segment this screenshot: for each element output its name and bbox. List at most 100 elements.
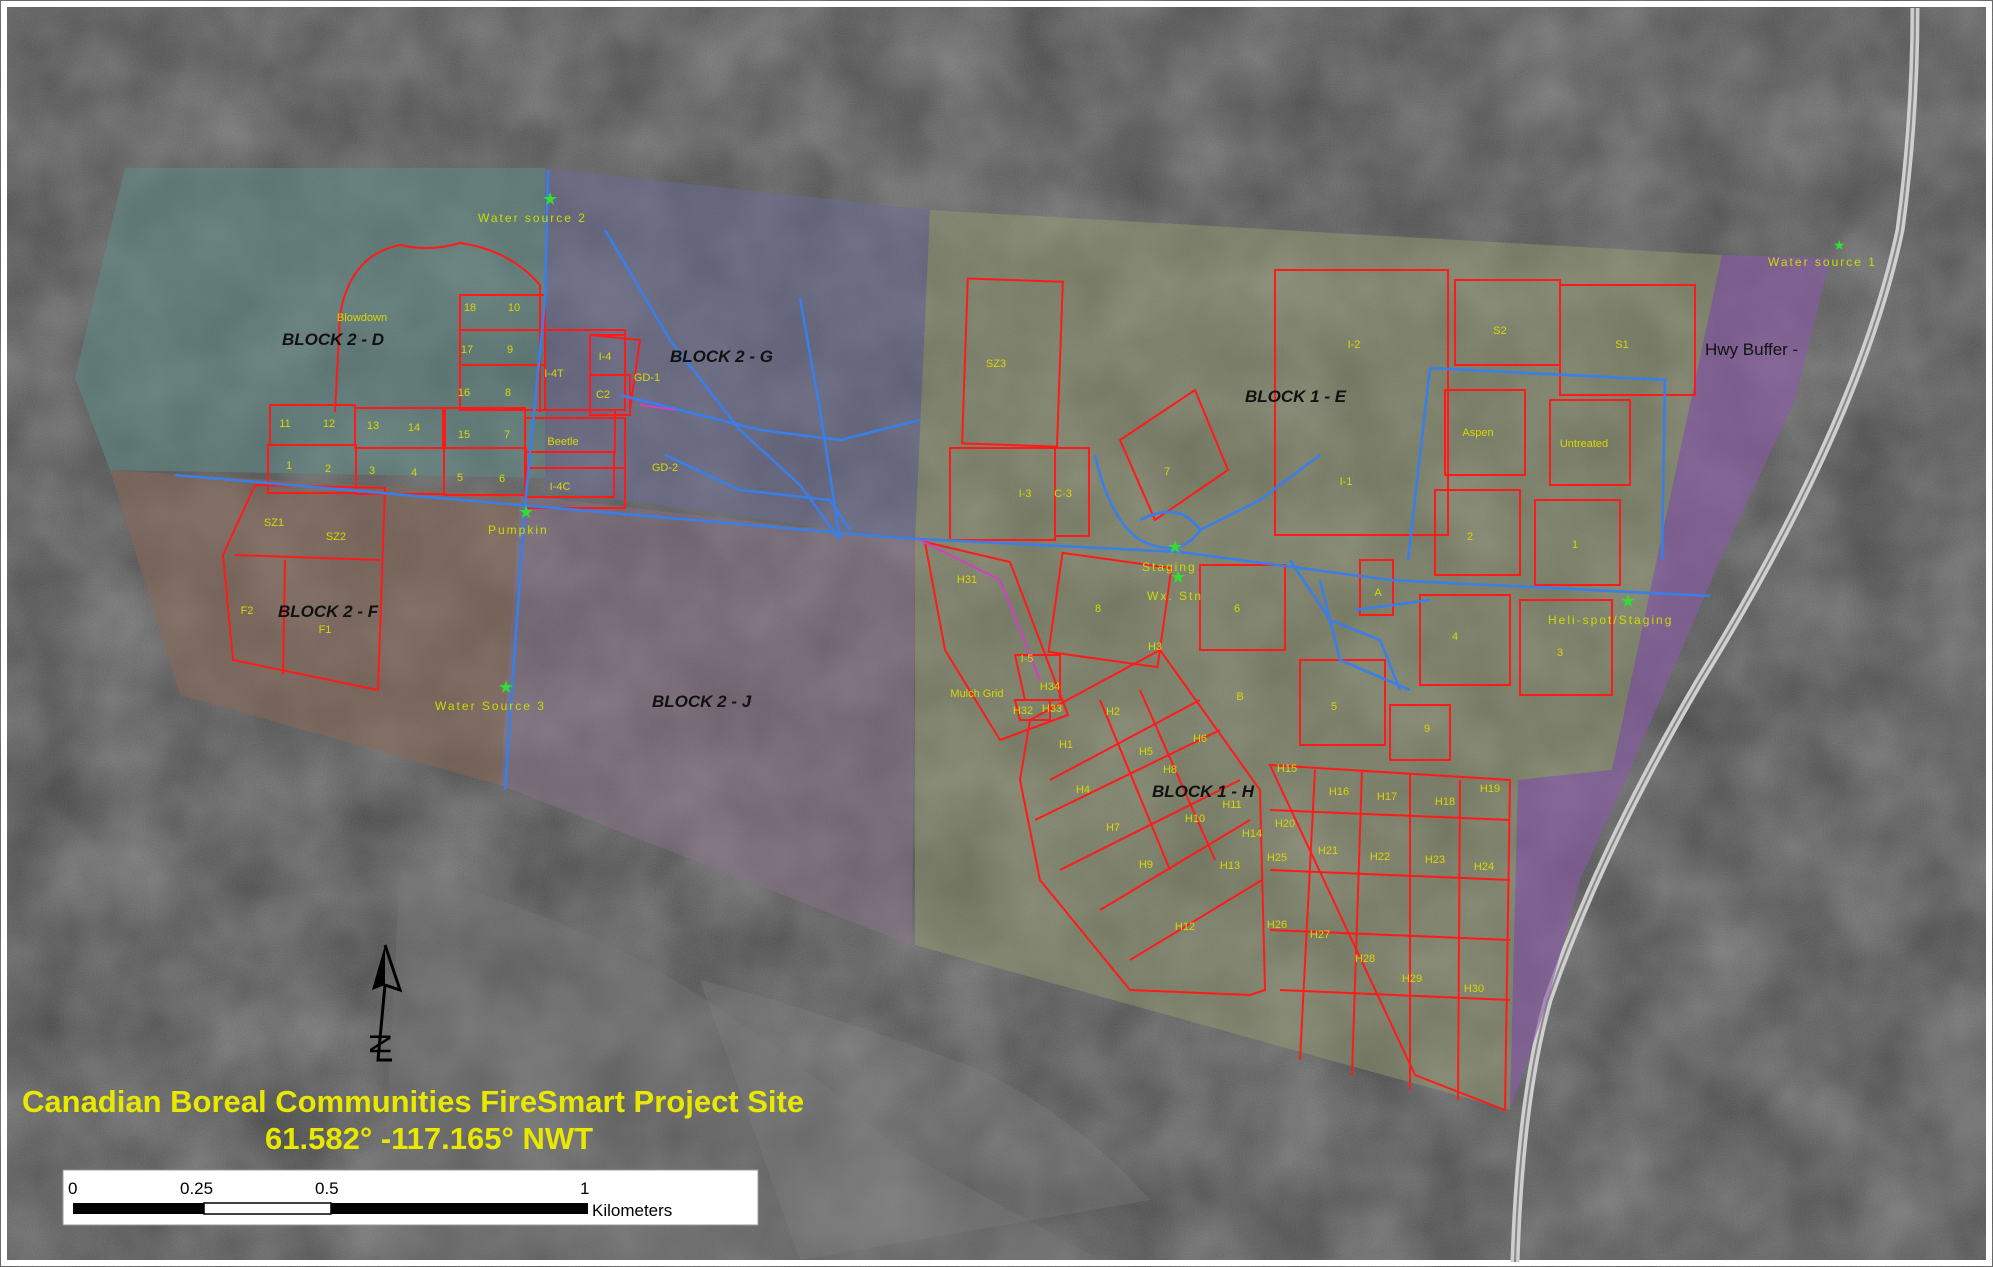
scale-tick-0.25: 0.25	[180, 1179, 213, 1198]
stand-label: SZ3	[986, 358, 1006, 370]
stand-label: S2	[1493, 325, 1506, 337]
block-2-d-area	[75, 168, 545, 478]
stand-label: I-4	[599, 351, 612, 363]
stand-label: H20	[1275, 818, 1295, 830]
stand-label: SZ1	[264, 517, 284, 529]
site-label-staging: Staging	[1142, 560, 1197, 574]
stand-label: 2	[325, 463, 331, 475]
boundary-marker	[639, 404, 1041, 681]
north-arrow: N	[363, 944, 403, 1062]
stand-label: 10	[508, 302, 520, 314]
stand-label: H22	[1370, 851, 1390, 863]
stand-label: Mulch Grid	[950, 688, 1003, 700]
stand-label: 13	[367, 420, 379, 432]
stand-label: GD-1	[634, 372, 660, 384]
scale-units: Kilometers	[592, 1201, 672, 1220]
stand-label: 3	[1557, 647, 1563, 659]
block-2-j-area	[500, 495, 915, 945]
stand-label: H14	[1242, 828, 1262, 840]
green-star-icon: ★	[1620, 591, 1636, 611]
north-south-trail	[503, 169, 550, 791]
drainage-pattern	[380, 870, 1100, 1260]
stand-label: C-3	[1054, 488, 1072, 500]
stand-label: H7	[1106, 822, 1120, 834]
site-label-wx-stn: Wx. Stn	[1147, 589, 1203, 603]
stand-label: H29	[1402, 973, 1422, 985]
stand-label: 12	[323, 418, 335, 430]
stand-label: F2	[241, 605, 254, 617]
main-trail	[174, 473, 1711, 598]
stand-label: Untreated	[1560, 438, 1608, 450]
block-label-2d: BLOCK 2 - D	[282, 330, 384, 349]
stand-label: H3	[1148, 641, 1162, 653]
hwy-buffer-label: Hwy Buffer -	[1705, 340, 1798, 359]
stand-outline-blowdown	[339, 241, 541, 316]
stand-label: 1	[1572, 539, 1578, 551]
stand-label: 5	[457, 472, 463, 484]
stand-label: 7	[1164, 466, 1170, 478]
stand-label: GD-2	[652, 462, 678, 474]
stand-label: H26	[1267, 919, 1287, 931]
site-label-water-source-3: Water Source 3	[435, 699, 546, 713]
stand-label: 2	[1467, 531, 1473, 543]
stand-label: 9	[507, 344, 513, 356]
stand-label: H4	[1076, 784, 1090, 796]
stand-label: I-4T	[544, 368, 564, 380]
stand-label: 16	[458, 387, 470, 399]
block-label-2j: BLOCK 2 - J	[652, 692, 752, 711]
scale-tick-0.5: 0.5	[315, 1179, 339, 1198]
stand-label: H25	[1267, 852, 1287, 864]
stand-label: H31	[957, 574, 977, 586]
green-star-icon: ★	[1833, 237, 1846, 253]
scale-bar: 0 0.25 0.5 1 Kilometers	[62, 1169, 759, 1226]
stand-label: 8	[505, 387, 511, 399]
stand-label: 14	[408, 422, 420, 434]
stand-label: H18	[1435, 796, 1455, 808]
stand-label: Aspen	[1462, 427, 1493, 439]
stand-label: SZ2	[326, 531, 346, 543]
block-label-1h: BLOCK 1 - H	[1152, 782, 1255, 801]
stand-label: I-3	[1019, 488, 1032, 500]
stand-label: H34	[1040, 681, 1060, 693]
stand-label: H23	[1425, 854, 1445, 866]
stand-label: 4	[411, 467, 417, 479]
block-label-1e: BLOCK 1 - E	[1245, 387, 1347, 406]
stand-label: 15	[458, 429, 470, 441]
north-arrow-label: N	[363, 1033, 396, 1055]
scale-tick-1: 1	[580, 1179, 589, 1198]
highway-edge	[1514, 7, 1916, 1263]
stand-label: H2	[1106, 706, 1120, 718]
stand-label: Blowdown	[337, 312, 387, 324]
stand-label: F1	[319, 624, 332, 636]
site-label-water-source-1: Water source 1	[1768, 255, 1877, 269]
stand-label: H8	[1163, 764, 1177, 776]
title-line-1: Canadian Boreal Communities FireSmart Pr…	[22, 1084, 804, 1119]
stand-label: 5	[1331, 701, 1337, 713]
stand-label: 18	[464, 302, 476, 314]
stand-label: H15	[1277, 763, 1297, 775]
trails	[174, 169, 1711, 791]
stand-label: C2	[596, 389, 610, 401]
block-labels: BLOCK 2 - D BLOCK 2 - G BLOCK 1 - E BLOC…	[278, 330, 1798, 801]
stand-label: 8	[1095, 603, 1101, 615]
stand-label: A	[1374, 587, 1382, 599]
stand-label: H17	[1377, 791, 1397, 803]
block-label-2g: BLOCK 2 - G	[670, 347, 773, 366]
drainage-pattern-2	[700, 980, 1150, 1260]
stand-label: H9	[1139, 859, 1153, 871]
stand-label: H5	[1139, 746, 1153, 758]
scale-bar-segment-2	[203, 1202, 332, 1215]
stand-label: B	[1236, 691, 1243, 703]
green-star-icon: ★	[1170, 567, 1186, 587]
block-2-g-area	[545, 168, 930, 540]
stand-label: I-4C	[550, 481, 571, 493]
stand-label: H30	[1464, 983, 1484, 995]
block-label-2f: BLOCK 2 - F	[278, 602, 379, 621]
stand-label: 11	[279, 418, 290, 430]
stand-label: H10	[1185, 813, 1205, 825]
stand-label: 7	[504, 429, 510, 441]
green-star-icon: ★	[498, 677, 514, 697]
stand-label: I-1	[1340, 476, 1353, 488]
